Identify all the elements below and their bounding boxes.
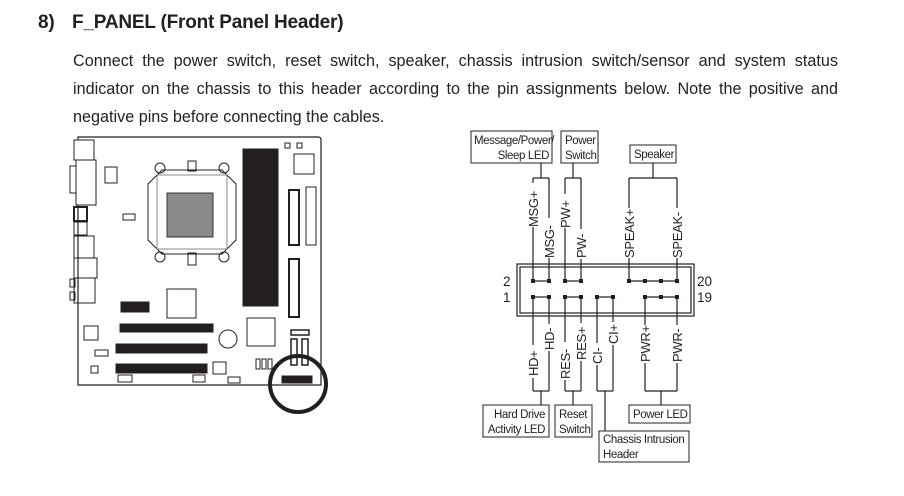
pin-19 (675, 295, 679, 299)
pin-label-pw-plus: PW+ (558, 200, 573, 228)
highlight-circle (268, 354, 328, 414)
section-description: Connect the power switch, reset switch, … (73, 52, 838, 126)
pin-label-ci-minus: CI- (590, 348, 605, 364)
label-reset-switch-line2: Switch (559, 424, 590, 436)
pin-label-hd-minus: HD- (542, 328, 557, 350)
pci-slot-1 (115, 343, 208, 354)
dimm-slot-1 (242, 148, 252, 307)
chipset-nb (166, 288, 197, 319)
dimm-slot-4 (269, 148, 279, 307)
pin-label-res-plus: RES+ (574, 327, 589, 360)
pin-label-pwr-plus: PWR+ (638, 325, 653, 362)
label-box-hdd-led (482, 404, 550, 438)
label-box-reset-switch (554, 404, 593, 438)
io-dvi (73, 206, 88, 222)
pin-label-msg-plus: MSG+ (526, 191, 541, 227)
label-msg-led-line1: Message/Power/ (474, 135, 555, 147)
pin-label-pw-minus: PW- (574, 234, 589, 258)
pin-20 (675, 279, 679, 283)
label-msg-led-line2: Sleep LED (498, 150, 549, 162)
pcie-x1-slot (120, 301, 150, 313)
label-chassis-intrusion-line1: Chassis Intrusion (603, 434, 684, 446)
label-hdd-led-line1: Hard Drive (494, 409, 545, 421)
dimm-slot-3 (260, 148, 270, 307)
label-power-switch-line2: Switch (565, 150, 596, 162)
pin-label-hd-plus: HD+ (526, 351, 541, 376)
pin-number-1: 1 (503, 290, 511, 305)
atx-power (305, 186, 317, 246)
pin-label-res-minus: RES- (558, 349, 573, 379)
pin-label-ci-plus: CI+ (606, 324, 621, 344)
board-outline (77, 136, 322, 386)
dimm-slot-2 (251, 148, 261, 307)
pin-number-20: 20 (697, 274, 712, 289)
pin-label-speak-plus: SPEAK+ (622, 209, 637, 258)
pin-1 (531, 295, 535, 299)
header-outer (516, 263, 695, 317)
pin-2 (531, 279, 535, 283)
ide-connector (288, 189, 300, 246)
cpu-socket (166, 192, 214, 238)
io-usb (73, 221, 88, 236)
section-number: 8) (38, 12, 55, 33)
io-audio (73, 277, 96, 304)
f-panel-header-location (281, 375, 313, 384)
pin-label-pwr-minus: PWR- (670, 329, 685, 362)
chipset-sb (246, 317, 276, 347)
label-power-led: Power LED (633, 409, 688, 421)
header-inner (519, 266, 692, 314)
pin-label-msg-minus: MSG- (542, 225, 557, 258)
pin-number-19: 19 (697, 290, 712, 305)
label-power-switch-line1: Power (565, 135, 596, 147)
pin-number-2: 2 (503, 274, 511, 289)
pci-slot-2 (115, 363, 208, 374)
section-heading: F_PANEL (Front Panel Header) (72, 12, 344, 33)
label-box-power-switch (560, 130, 599, 164)
label-chassis-intrusion-line2: Header (603, 449, 639, 461)
label-box-power-led (628, 404, 691, 424)
section-title: 8) F_PANEL (Front Panel Header) (38, 12, 344, 34)
atx-12v (104, 166, 118, 184)
label-reset-switch-line1: Reset (559, 409, 588, 421)
label-box-msg-led (470, 130, 553, 164)
pcie-x16-slot (119, 323, 214, 333)
label-speaker: Speaker (634, 149, 675, 161)
pin-label-speak-minus: SPEAK- (670, 212, 685, 258)
label-box-chassis-intrusion (598, 430, 690, 463)
fdd-connector (288, 258, 300, 318)
label-hdd-led-line2: Activity LED (488, 424, 545, 436)
label-box-speaker (629, 144, 677, 164)
cmos-battery (218, 329, 238, 349)
